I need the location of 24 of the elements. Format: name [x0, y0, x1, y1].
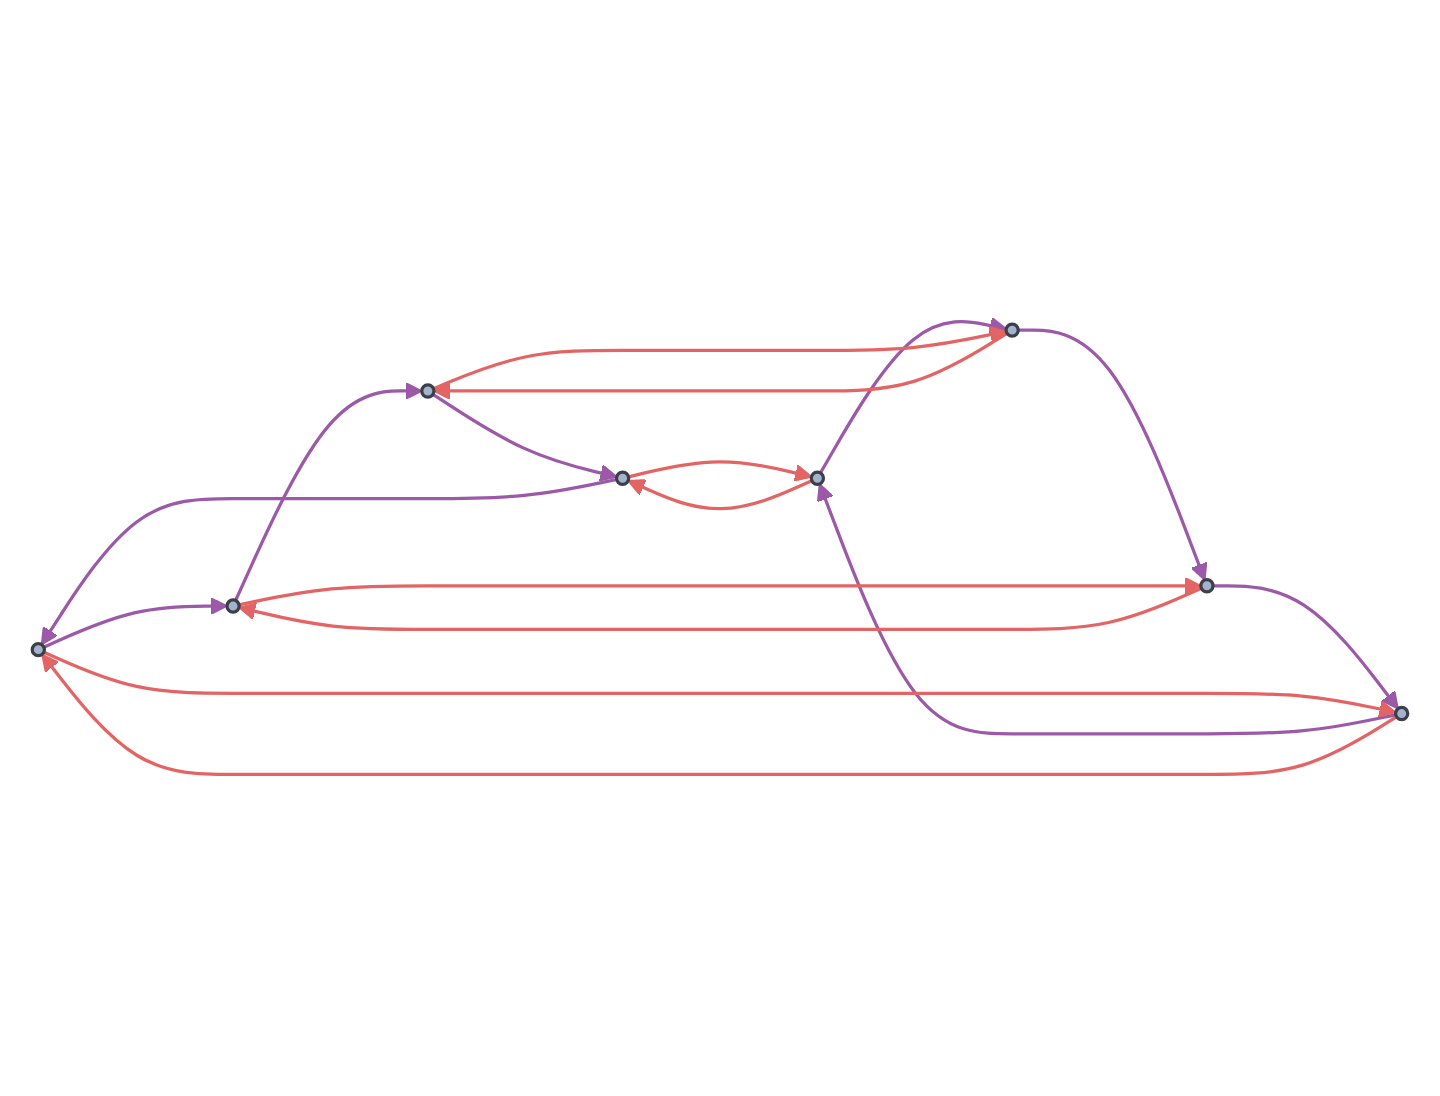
arrow	[627, 479, 813, 511]
arrow	[819, 316, 1007, 474]
arrow	[1018, 328, 1208, 581]
arrow	[1213, 584, 1399, 710]
arrow	[41, 653, 1398, 777]
arrow	[816, 483, 1397, 736]
arrow	[234, 382, 423, 602]
arrow	[432, 325, 1007, 391]
circle-node	[1393, 705, 1410, 722]
arrow	[238, 586, 1203, 631]
arrow	[432, 392, 618, 482]
circle-node	[30, 641, 47, 658]
arrow	[40, 477, 617, 646]
circle-node	[1004, 322, 1020, 338]
circle-node	[420, 383, 436, 399]
circle-node	[1199, 578, 1215, 594]
arrow	[433, 331, 1008, 400]
arrow	[238, 576, 1202, 607]
circle-node	[614, 470, 631, 486]
arrow	[43, 650, 1397, 718]
circle-node	[225, 598, 241, 614]
arrow	[628, 460, 813, 482]
circle-node	[809, 470, 826, 486]
arrow	[43, 597, 228, 649]
